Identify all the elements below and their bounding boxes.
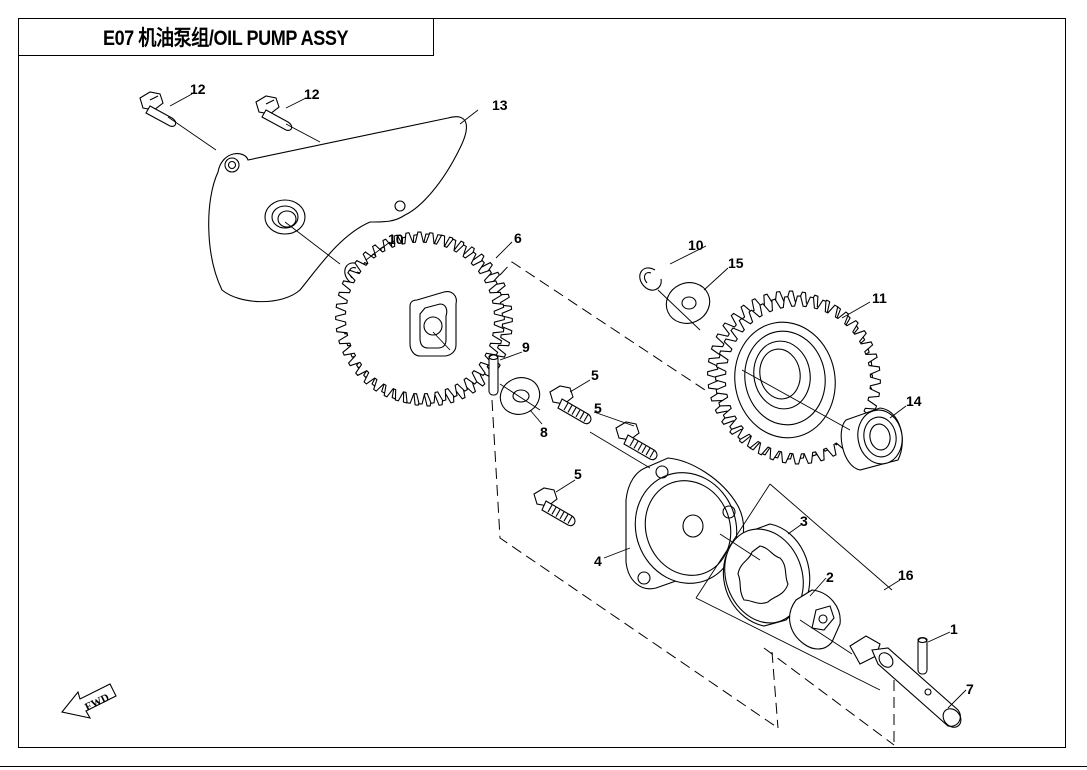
shaft-part-7 (849, 635, 962, 728)
callout-3: 3 (800, 513, 808, 529)
title-box: E07 机油泵组/OIL PUMP ASSY (18, 18, 434, 56)
callout-12-right: 12 (304, 86, 320, 102)
alignment-dashes (491, 261, 895, 746)
cover-plate-part-13 (208, 116, 467, 303)
callout-2: 2 (826, 569, 834, 585)
gear-part-11-boss (734, 321, 836, 439)
bolt-5-2 (615, 421, 658, 461)
callout-10-right: 10 (688, 237, 704, 253)
bottom-rule (0, 766, 1087, 767)
callout-1: 1 (950, 621, 958, 637)
pin-part-9 (488, 353, 499, 396)
callout-13: 13 (492, 97, 508, 113)
pin-part-1 (917, 636, 928, 675)
washer-part-8 (499, 377, 541, 415)
drawing-frame (18, 18, 1066, 748)
callout-5-bottom: 5 (574, 466, 582, 482)
outer-rotor-part-3 (722, 523, 811, 627)
callout-7: 7 (966, 681, 974, 697)
gear-part-6-hub (409, 291, 457, 357)
callout-4: 4 (594, 553, 602, 569)
callout-labels: 1 2 3 4 5 5 5 6 7 8 9 10 10 11 12 12 13 … (190, 81, 974, 697)
bolt-5-3 (533, 487, 576, 527)
callout-6: 6 (514, 230, 522, 246)
bolt-part-12-left (139, 91, 177, 127)
callout-14: 14 (906, 393, 922, 409)
callout-8: 8 (540, 424, 548, 440)
callout-5-top: 5 (591, 367, 599, 383)
inner-rotor-part-2 (789, 589, 841, 650)
bolt-part-12-right (255, 95, 293, 131)
bolt-5-1 (549, 385, 592, 425)
callout-15: 15 (728, 255, 744, 271)
callout-16: 16 (898, 567, 914, 583)
forward-arrow-icon: FWD (61, 683, 117, 719)
callout-11: 11 (872, 290, 887, 306)
circlip-part-10-right (639, 267, 662, 291)
page-title: E07 机油泵组/OIL PUMP ASSY (103, 27, 349, 50)
bolt-part-5 (533, 385, 658, 527)
callout-5-middle: 5 (594, 400, 602, 416)
callout-9: 9 (522, 339, 530, 355)
leader-lines (167, 93, 967, 709)
callout-12-left: 12 (190, 81, 206, 97)
bearing-part-14 (840, 407, 903, 471)
washer-part-15 (665, 282, 711, 324)
callout-10-left: 10 (388, 231, 404, 247)
